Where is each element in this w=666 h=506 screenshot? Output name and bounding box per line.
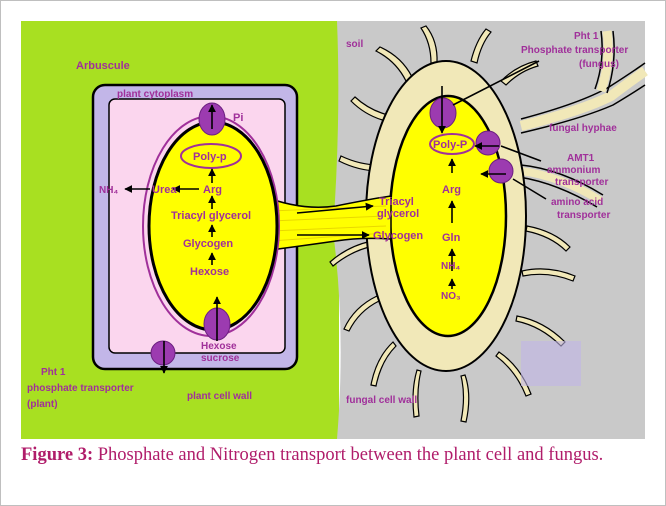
urea-label: Urea — [152, 184, 177, 196]
arg-fungus-label: Arg — [442, 184, 461, 196]
figure-caption: Figure 3: Phosphate and Nitrogen transpo… — [21, 443, 651, 467]
pi-label: Pi — [233, 112, 243, 124]
pht1-fungus-label-1: Pht 1 — [574, 31, 599, 42]
no3-label: NO₃ — [441, 291, 461, 302]
pht1-plant-label-2: phosphate transporter — [27, 383, 134, 394]
amino-acid-transporter-icon — [489, 159, 513, 183]
phosphate-nitrogen-diagram: Arbuscule plant cytoplasm Pi Poly-p Arg … — [1, 1, 666, 441]
nh4-fungus-label: NH₄ — [441, 261, 460, 272]
fungal-hyphae-label: fungal hyphae — [549, 123, 617, 134]
hexose-sucrose-label-2: sucrose — [201, 353, 240, 364]
figure-caption-label: Figure 3: — [21, 445, 93, 465]
polyp-plant-label: Poly-p — [193, 151, 227, 163]
pht1-fungus-transporter-icon — [430, 98, 456, 128]
amt1-label-1: AMT1 — [567, 153, 595, 164]
plant-cell-wall-label: plant cell wall — [187, 391, 252, 402]
pht1-plant-label-3: (plant) — [27, 399, 58, 410]
figure-caption-text: Phosphate and Nitrogen transport between… — [93, 445, 603, 465]
fungal-cell-wall-label: fungal cell wall — [346, 395, 417, 406]
nh4-plant-label: NH₄ — [99, 185, 118, 196]
soil-patch — [521, 341, 581, 386]
pht1-plant-transporter-icon — [151, 341, 175, 365]
arbuscule-label: Arbuscule — [76, 60, 130, 72]
pht1-plant-label-1: Pht 1 — [41, 367, 66, 378]
hexose-sucrose-label-1: Hexose — [201, 341, 237, 352]
plant-cytoplasm-label: plant cytoplasm — [117, 89, 193, 100]
arg-plant-label: Arg — [203, 184, 222, 196]
amino-acid-label-2: transporter — [557, 210, 610, 221]
amt1-label-2: ammonium — [547, 165, 600, 176]
amino-acid-label-1: amino acid — [551, 197, 603, 208]
glycogen-fungus-label: Glycogen — [373, 230, 423, 242]
triacyl-plant-label: Triacyl glycerol — [171, 210, 251, 222]
gln-label: Gln — [442, 232, 461, 244]
pht1-fungus-label-2: Phosphate transporter — [521, 45, 628, 56]
triacyl-fungus-label-2: glycerol — [377, 208, 419, 220]
amt1-label-3: transporter — [555, 177, 608, 188]
polyp-fungus-label: Poly-P — [433, 139, 467, 151]
pht1-fungus-label-3: (fungus) — [579, 59, 619, 70]
glycogen-plant-label: Glycogen — [183, 238, 233, 250]
amt1-transporter-icon — [476, 131, 500, 155]
triacyl-fungus-label-1: Triacyl — [379, 196, 414, 208]
hexose-label: Hexose — [190, 266, 229, 278]
soil-label: soil — [346, 39, 363, 50]
